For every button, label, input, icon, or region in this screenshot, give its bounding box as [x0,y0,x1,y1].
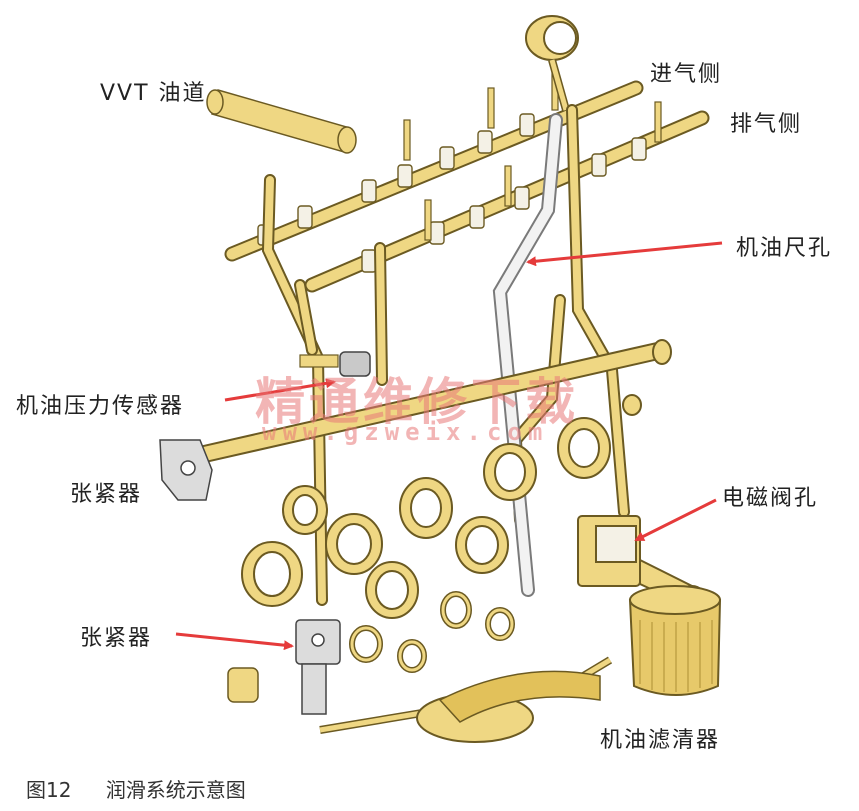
dipstick-arrow [526,241,723,267]
main-oil-gallery [191,339,672,464]
vvt-oil-gallery-label: VVT 油道 [100,81,207,106]
oil-filter [628,585,722,696]
vvt-oil-gallery [206,89,357,154]
oil-pressure-sensor-label: 机油压力传感器 [16,394,185,419]
upper-tensioner-label: 张紧器 [70,482,143,507]
watermark-text: 精通维修下载 [255,373,579,431]
dipstick-hole-label: 机油尺孔 [736,236,833,261]
oil-pressure-sensor [299,351,371,377]
lower-tensioner-arrow [175,632,294,651]
callout-arrows [175,241,723,651]
exhaust-side-label: 排气侧 [730,112,803,137]
oil-pickup-strainer [227,656,613,743]
upper-tensioner-block [159,439,213,501]
lower-tensioner-label: 张紧器 [80,626,153,651]
figure-caption: 图12 润滑系统示意图 [26,774,246,803]
vvt-actuator-ring [525,15,579,112]
exhaust-risers [424,101,662,241]
watermark-url: www.gzweix.com [262,418,549,446]
lower-ring-chain-fill [350,592,514,672]
intake-risers [403,69,559,161]
solenoid-hole-label: 电磁阀孔 [722,486,819,511]
figure-number: 图12 [26,778,72,802]
crank-journal-rings [241,417,611,619]
figure-title: 润滑系统示意图 [105,778,246,802]
oil-filter-label: 机油滤清器 [600,728,721,753]
exhaust-cam-journals [361,137,647,273]
lower-tensioner-block [295,619,341,715]
dipstick-tube [492,113,563,597]
solenoid-arrow [634,498,717,542]
intake-side-label: 进气侧 [650,62,723,87]
pressure-sensor-arrow [224,378,336,402]
